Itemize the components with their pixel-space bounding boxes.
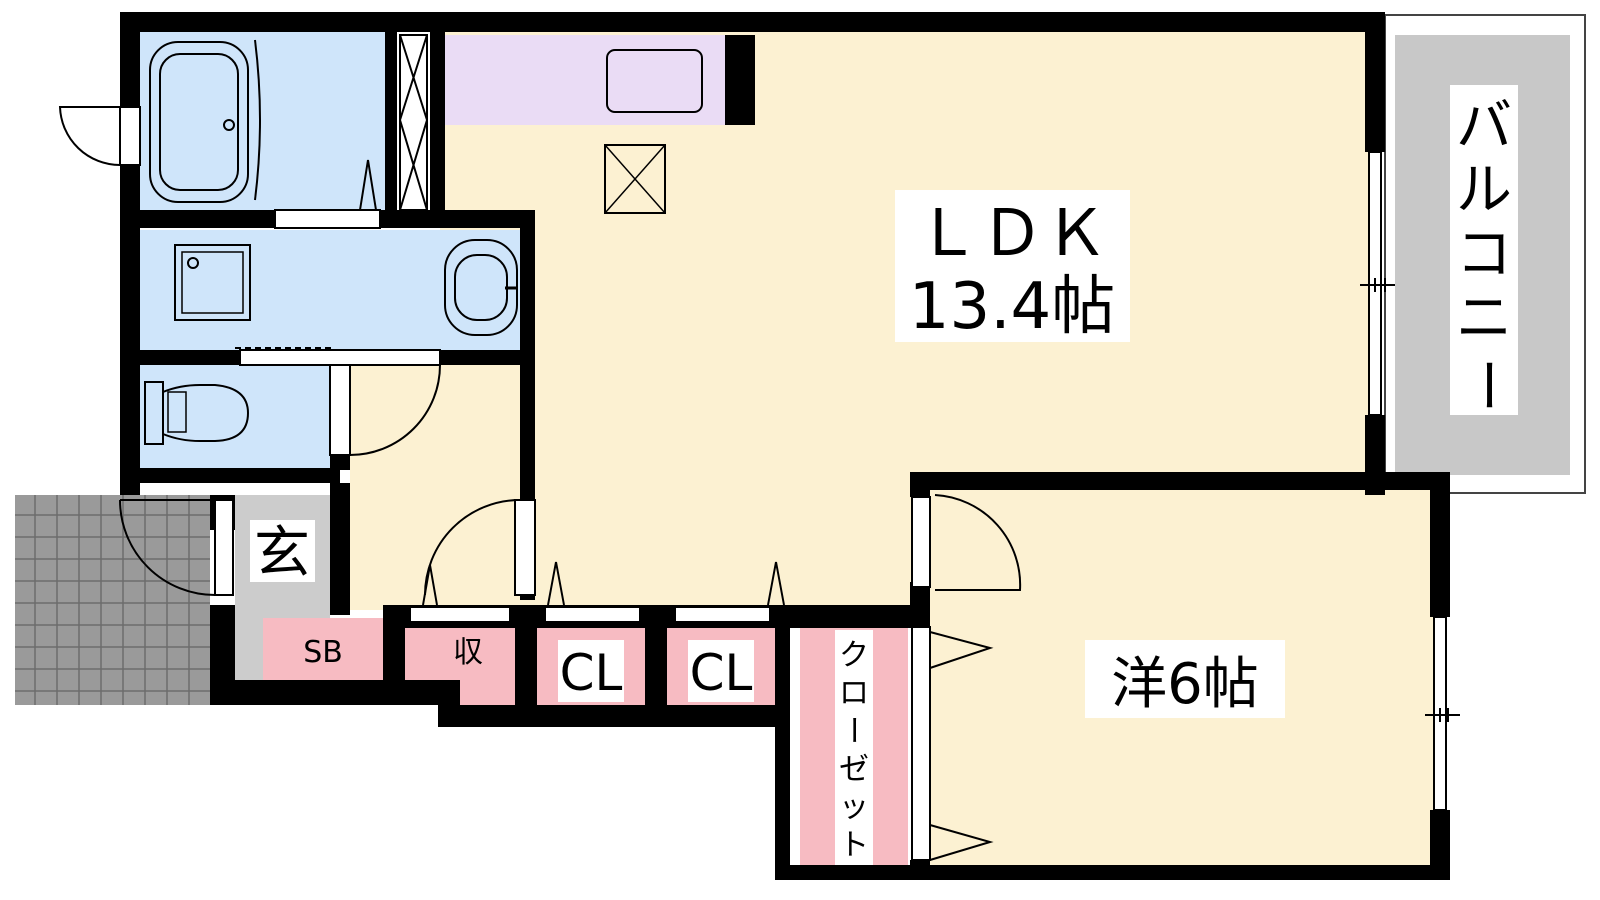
closet-long-char-2: ロ: [839, 676, 869, 711]
washroom: [140, 230, 520, 350]
western-room-label: 洋6帖: [1085, 640, 1285, 718]
balcony-char-3: コ: [1456, 222, 1512, 287]
ldk-name: ＬＤＫ: [916, 197, 1108, 271]
ldk-label: ＬＤＫ 13.4帖: [895, 190, 1130, 344]
bathroom: [140, 30, 385, 215]
walls: [120, 12, 1450, 880]
closet-1-label: CL: [560, 644, 623, 702]
closet-2-label: CL: [690, 644, 753, 702]
closet-long-char-1: ク: [839, 638, 869, 673]
ldk-size: 13.4帖: [909, 270, 1116, 344]
balcony-char-4: ニ: [1456, 286, 1512, 351]
balcony-char-2: ル: [1456, 158, 1512, 223]
entrance-name: 玄: [254, 521, 310, 586]
kitchen-counter: [445, 35, 755, 214]
doors-windows: [58, 34, 1460, 861]
toilet: [140, 365, 330, 470]
entrance-label: 玄: [250, 520, 315, 586]
storage-label: 収: [453, 635, 483, 670]
balcony-char-1: バ: [1456, 94, 1512, 159]
closet-long-char-6: ト: [839, 828, 869, 863]
balcony-char-5: ー: [1454, 357, 1519, 413]
closet-long-char-5: ッ: [839, 790, 869, 825]
storage-labels: SB 収 CL CL ク ロ ー ゼ ッ ト: [303, 630, 873, 865]
shoe-box-label: SB: [303, 635, 343, 670]
balcony-label: バ ル コ ニ ー: [1450, 85, 1519, 415]
closet-long-char-4: ゼ: [839, 752, 869, 787]
exterior-porch: [15, 495, 210, 705]
closet-long-char-3: ー: [835, 715, 870, 745]
western-room-name: 洋6帖: [1111, 652, 1259, 717]
